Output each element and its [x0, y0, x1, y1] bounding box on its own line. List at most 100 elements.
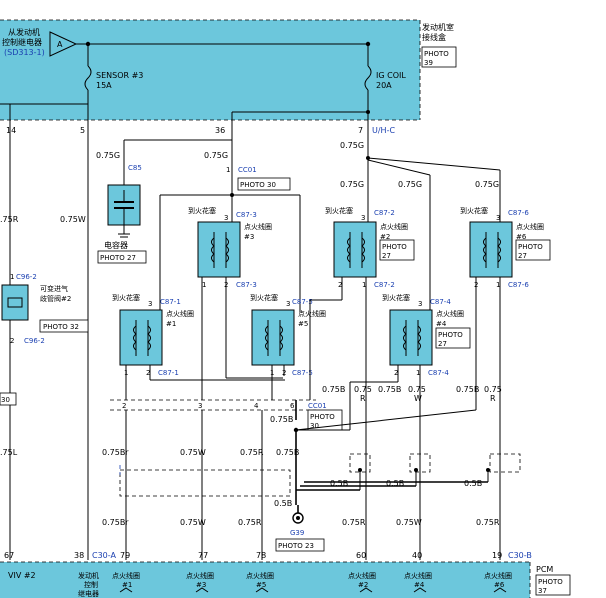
fuse2-name: IG COIL — [376, 71, 406, 80]
pcm-ig-2-num: #2 — [358, 581, 368, 589]
wire-05B-3: 0.5B — [464, 479, 482, 488]
photo-30-top: PHOTO 30 — [240, 181, 276, 189]
wire-05B-4: 0.5B — [274, 499, 292, 508]
photo-num: 27 — [382, 252, 391, 260]
photo-23: PHOTO 23 — [278, 542, 314, 550]
pcm-body — [0, 562, 530, 598]
wire-075G-main: 0.75G — [204, 151, 228, 160]
wire-075B-2: 0.75B — [378, 385, 401, 394]
pcm-ig-3: 点火线圈 — [186, 571, 214, 580]
pin-5: 5 — [80, 126, 85, 135]
junction-box-label: 接线盒 — [422, 32, 446, 42]
c96-2-bottom: C96-2 — [24, 337, 45, 345]
pcm-ig-3-num: #3 — [196, 581, 206, 589]
pin-3: 3 — [496, 214, 500, 222]
pcm-ig-4-num: #4 — [414, 581, 425, 589]
pcm-title: PCM — [536, 565, 553, 574]
photo-32: PHOTO 32 — [43, 323, 79, 331]
photo-label: PHOTO — [518, 243, 543, 251]
uhc-connector: U/H-C — [372, 126, 395, 135]
pcm-pin-arrow-icon — [119, 587, 133, 593]
pcm-ig-6-num: #6 — [494, 581, 505, 589]
pcm-pin-78: 78 — [256, 551, 266, 560]
c87-5-top: C87-5 — [292, 298, 313, 306]
cc01-bottom: CC01 — [308, 402, 327, 410]
fuse1-rating: 15A — [96, 81, 112, 90]
photo-num: 37 — [538, 587, 547, 595]
coil-wiring — [125, 277, 501, 560]
wire-075G-cap: 0.75G — [96, 151, 120, 160]
pcm-ig-5: 点火线圈 — [246, 571, 274, 580]
pcm-ig-5-num: #5 — [256, 581, 266, 589]
cc01-pin-3: 3 — [198, 402, 202, 410]
c96-2-top: C96-2 — [16, 273, 37, 281]
photo-39-num: 39 — [424, 59, 433, 67]
c87-6-bottom: C87-6 — [508, 281, 529, 289]
wire-075G-right: 0.75G — [340, 141, 364, 150]
junction-box-panel — [0, 20, 420, 120]
ignition-coil-2: 到火花塞 3 C87-2 点火线圈 #2 PHOTO 27 2 1 C87-2 — [325, 206, 415, 289]
ecr-2: 控制 — [84, 580, 98, 589]
coil-6-label: 点火线圈 — [516, 222, 544, 231]
wire-075B-3: 0.75B — [456, 385, 479, 394]
viv-label: VIV #2 — [8, 571, 36, 580]
photo-27-cap: PHOTO 27 — [100, 254, 136, 262]
ignition-coil-1: 到火花塞 3 C87-1 点火线圈 #1 1 2 C87-1 — [112, 293, 194, 377]
fuse2-rating: 20A — [376, 81, 392, 90]
wire-R-3: R — [490, 394, 496, 403]
c87-4-bottom: C87-4 — [428, 369, 449, 377]
wire-lower-W: 0.75W — [180, 448, 206, 457]
wire-075G-4: 0.75G — [398, 180, 422, 189]
coil6-pin1: 1 — [496, 281, 500, 289]
coil2-pin2: 2 — [338, 281, 342, 289]
intake-manifold-valve: C96-2 1 2 C96-2 可变进气 歧管阀#2 PHOTO 32 — [1, 273, 89, 345]
wire-bot-R3: 0.75R — [476, 518, 500, 527]
solenoid-icon — [7, 297, 23, 308]
pcm-ig-1: 点火线圈 — [112, 571, 140, 580]
spark-plug-label: 到火花塞 — [460, 206, 488, 215]
coil-4-body — [389, 309, 433, 366]
pcm-ig-2: 点火线圈 — [348, 571, 376, 580]
coil-1-body — [119, 309, 163, 366]
pcm-ig-6: 点火线圈 — [484, 571, 512, 580]
cc01-pin-4: 4 — [254, 402, 259, 410]
coil4-pin1: 1 — [416, 369, 420, 377]
photo-label: PHOTO — [310, 413, 335, 421]
coil-3-label: 点火线圈 — [244, 222, 272, 231]
sensor-fuse-icon — [84, 65, 92, 91]
wire-075B-4: 0.75B — [270, 415, 293, 424]
pin-7: 7 — [358, 126, 363, 135]
wire-75R: .75R — [0, 215, 19, 224]
c87-2-bottom: C87-2 — [374, 281, 395, 289]
pcm-ig-1-num: #1 — [122, 581, 132, 589]
photo-label: PHOTO — [538, 578, 563, 586]
c87-5-bottom: C87-5 — [292, 369, 313, 377]
wire-bot-R2: 0.75R — [342, 518, 366, 527]
wire-bot-Br: 0.75Br — [102, 518, 129, 527]
wire-075G-6: 0.75G — [475, 180, 499, 189]
relay-label-2: 控制继电器 — [2, 37, 42, 47]
spark-plug-label: 到火花塞 — [188, 206, 216, 215]
coil-6-num: #6 — [516, 233, 527, 241]
coil2-pin1: 1 — [362, 281, 366, 289]
spark-plug-label: 到火花塞 — [112, 293, 140, 302]
photo-num: 30 — [310, 422, 319, 430]
wire-075W: 0.75W — [60, 215, 86, 224]
photo-label: PHOTO — [382, 243, 407, 251]
c85-connector: C85 — [128, 164, 142, 172]
pin-14: 14 — [6, 126, 16, 135]
coil-2-num: #2 — [380, 233, 390, 241]
pin-3: 3 — [418, 300, 422, 308]
ecr-1: 发动机 — [78, 571, 99, 580]
photo-label: PHOTO — [438, 331, 463, 339]
wire-075-2: 0.75 — [408, 385, 426, 394]
cc01-pin-6: 6 — [290, 402, 295, 410]
photo-num: 27 — [438, 340, 447, 348]
cc01-pin1: 1 — [226, 166, 230, 174]
spark-plug-label: 到火花塞 — [250, 293, 278, 302]
coil1-pin2: 2 — [146, 369, 150, 377]
pin-2: 2 — [10, 337, 14, 345]
pcm-pin-60: 60 — [356, 551, 366, 560]
c87-6-top: C87-6 — [508, 209, 529, 217]
